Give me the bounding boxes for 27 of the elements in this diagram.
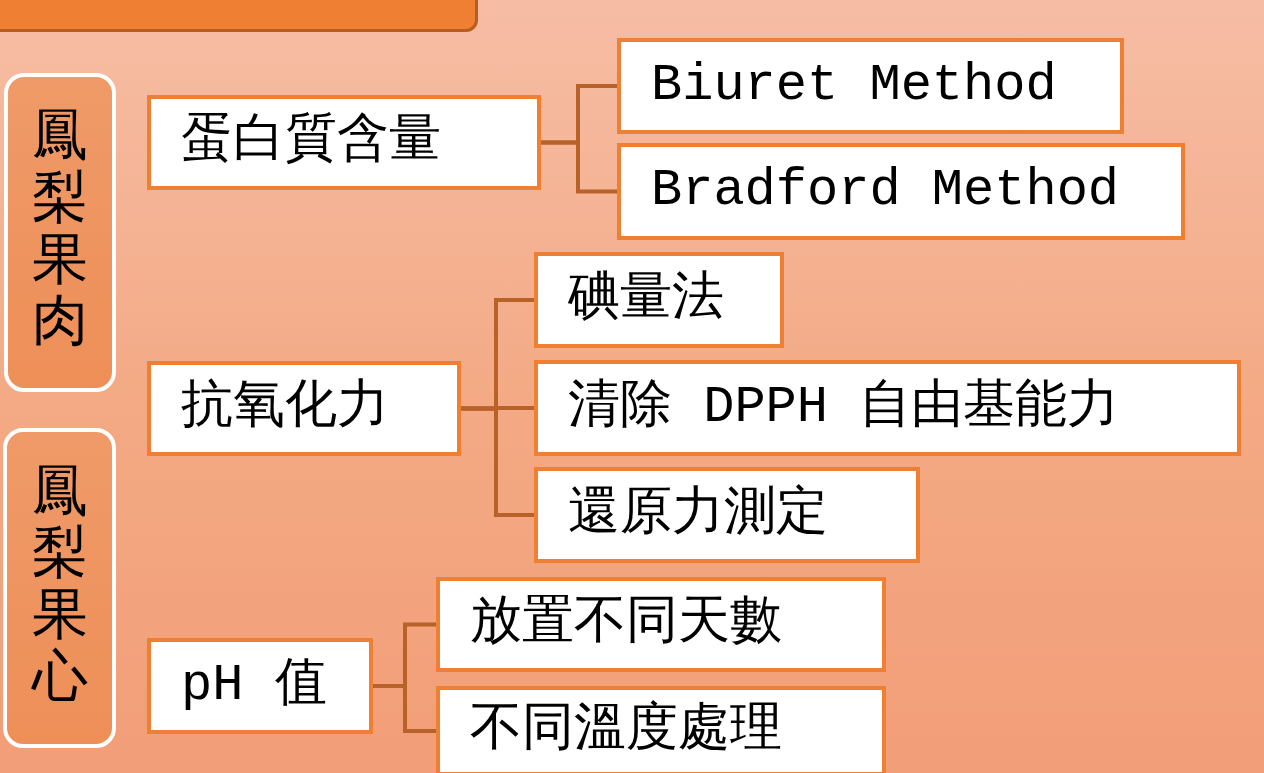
category-label-box <box>4 73 116 392</box>
node-text: 放置不同天數 <box>470 593 782 656</box>
connector-line <box>461 406 534 517</box>
process-box <box>534 360 1241 456</box>
process-box <box>617 143 1185 240</box>
node-text: 蛋白質含量 <box>181 111 441 174</box>
node-text: Bradford Method <box>651 160 1120 223</box>
process-box <box>534 252 784 348</box>
process-box <box>436 577 886 672</box>
connector-line <box>541 140 617 194</box>
node-text: 清除 DPPH 自由基能力 <box>568 376 1120 439</box>
process-box <box>436 686 886 773</box>
category-label-box <box>3 428 116 748</box>
node-text: pH 值 <box>181 654 327 717</box>
process-box <box>147 361 461 456</box>
node-text: 抗氧化力 <box>181 377 389 440</box>
node-text: Biuret Method <box>651 54 1057 117</box>
process-box <box>617 38 1124 134</box>
node-text: 碘量法 <box>568 268 724 331</box>
node-text: 不同溫度處理 <box>470 699 782 762</box>
connector-line <box>373 684 436 733</box>
node-text: 鳳梨果心 <box>31 464 88 712</box>
node-text: 鳳梨果肉 <box>32 109 88 356</box>
process-box <box>147 95 541 190</box>
process-box <box>534 467 920 563</box>
process-box <box>147 638 373 734</box>
node-text: 還原力測定 <box>568 483 828 546</box>
